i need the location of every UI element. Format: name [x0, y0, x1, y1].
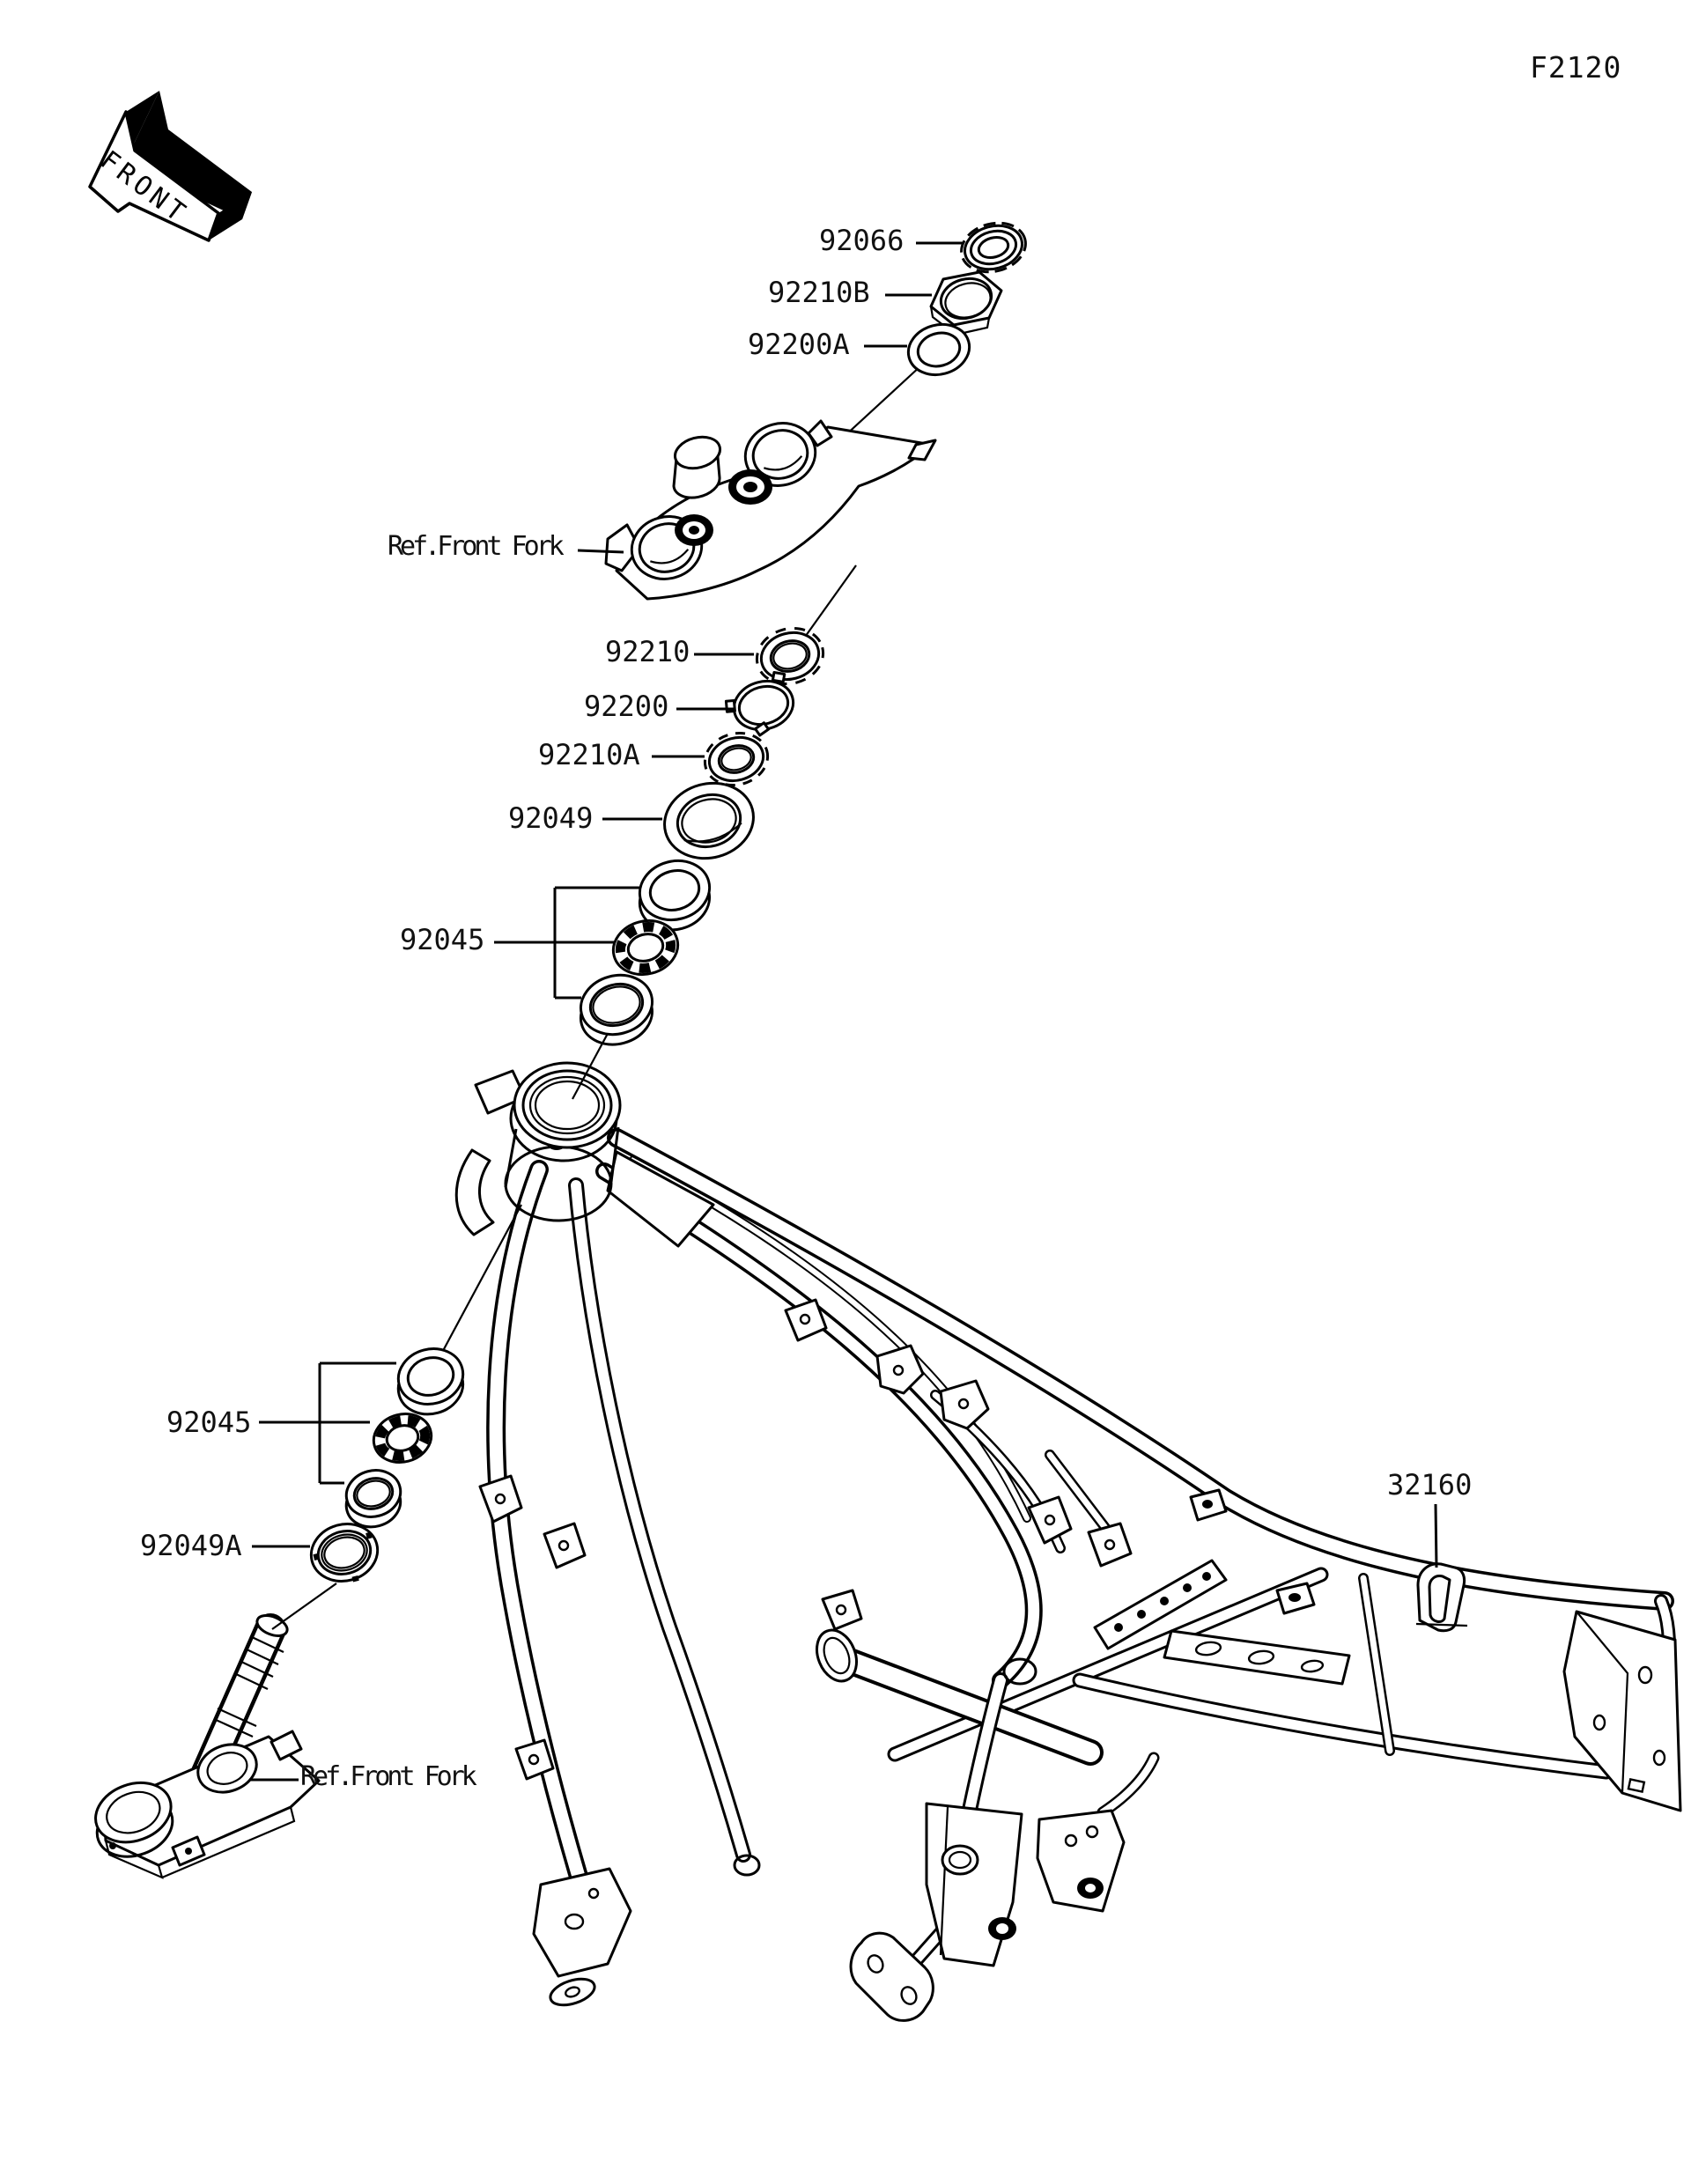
drawing-part-92045-upper: [579, 859, 712, 1046]
ref-front-fork-label-top: Ref.Front Fork: [388, 531, 565, 562]
rear-cross-member: [1163, 1629, 1351, 1686]
front-direction-arrow-icon: FRONT: [88, 91, 252, 242]
part-label-92049A: 92049A: [140, 1529, 242, 1562]
drawing-lower-triple-clamp-ref-front-fork: [94, 1613, 321, 1879]
lower-engine-bracket: [1036, 1809, 1126, 1913]
drawing-band-bracket-32160: [1415, 1562, 1468, 1633]
cable-clip: [1189, 1488, 1228, 1522]
ref-front-fork-label-bottom: Ref.Front Fork: [300, 1761, 477, 1792]
drawing-part-92200: [724, 670, 795, 737]
frame-tab-brackets: [478, 1298, 1133, 1781]
part-label-32160: 32160: [1387, 1468, 1473, 1502]
drawing-part-92210: [755, 626, 825, 686]
swingarm-pivot-plate: [925, 1657, 1037, 1967]
cable-clip: [1275, 1582, 1316, 1615]
drawing-part-92045-lower: [344, 1347, 465, 1529]
drawing-part-92210A: [703, 731, 770, 787]
drawing-part-92049: [663, 781, 755, 860]
part-label-92210: 92210: [605, 635, 690, 668]
part-label-92066: 92066: [819, 224, 905, 257]
engine-mount-lug: [849, 1931, 934, 2022]
drawing-part-92066: [960, 221, 1027, 274]
part-label-92200A: 92200A: [748, 328, 850, 361]
rear-fender-bracket-plate: [1562, 1610, 1682, 1812]
part-label-92045-top: 92045: [400, 923, 485, 956]
drawing-part-92049A: [309, 1523, 380, 1583]
seat-rail-strap: [1093, 1559, 1228, 1650]
drawing-part-92200A: [906, 322, 971, 377]
part-label-92045-bottom: 92045: [166, 1406, 252, 1439]
part-label-92210B: 92210B: [768, 276, 870, 309]
drawing-upper-triple-clamp-ref-front-fork: [604, 419, 937, 601]
callout-leader-lines: [249, 241, 1438, 1782]
steering-head-tube: [504, 1061, 622, 1222]
page-code-label: F2120: [1530, 50, 1622, 85]
drawing-frame-32160: [454, 1061, 1682, 2022]
part-label-92200: 92200: [584, 690, 669, 723]
part-label-92049: 92049: [508, 801, 594, 835]
part-label-92210A: 92210A: [538, 738, 640, 771]
steering-head-gusset: [454, 1069, 715, 1248]
front-cradle-lug: [532, 1867, 632, 2007]
